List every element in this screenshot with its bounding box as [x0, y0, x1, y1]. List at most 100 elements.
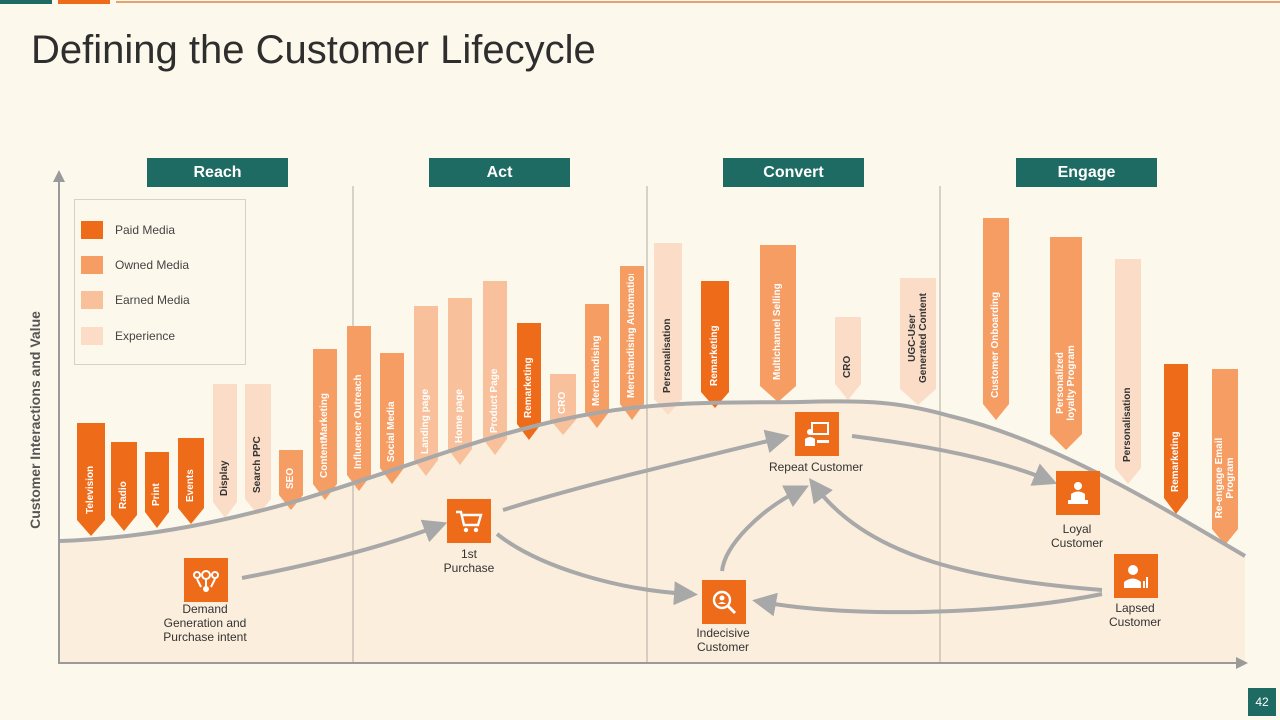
arrow-purchase-to-repeat — [502, 429, 790, 512]
tactic-label: Television — [85, 465, 96, 514]
tactic-bar — [654, 243, 682, 415]
tactic-label: Display — [219, 460, 230, 496]
tactic-label: Influencer Outreach — [353, 374, 364, 469]
reader-icon — [1056, 471, 1100, 515]
legend-swatch — [81, 291, 103, 309]
node-label-indecisive: Indecisive Customer — [696, 626, 750, 654]
search-person-icon — [702, 580, 746, 624]
tactic-bar — [900, 278, 936, 405]
x-axis-arrow — [1236, 657, 1248, 669]
tactic-label: Radio — [118, 481, 129, 509]
legend-item-earned: Earned Media — [81, 290, 190, 310]
legend-label: Experience — [115, 329, 176, 343]
tactic-label: Search PPC — [252, 436, 263, 493]
legend-swatch — [81, 221, 103, 239]
tactic-bar — [620, 266, 644, 420]
top-accent-line — [116, 1, 1280, 3]
tactic-bar — [483, 281, 507, 455]
arrow-demand-to-purchase — [241, 519, 448, 580]
tactic-label: Remarketing — [523, 357, 534, 418]
tactic-bar — [213, 384, 237, 518]
stage-header-convert: Convert — [723, 158, 864, 187]
tactic-label: Personalisation — [662, 318, 673, 393]
tactic-label: CRO — [557, 391, 568, 414]
value-curve — [59, 399, 1247, 558]
tactic-label: CRO — [842, 355, 853, 378]
tactic-bar — [380, 353, 404, 484]
tactic-bar — [111, 442, 137, 531]
legend: Paid Media Owned Media Earned Media Expe… — [74, 199, 246, 365]
legend-label: Owned Media — [115, 258, 190, 272]
tactic-label: Remarketing — [1170, 431, 1181, 492]
presenter-icon — [795, 412, 839, 456]
tactic-bar — [1050, 237, 1082, 450]
y-axis-arrow — [53, 170, 65, 182]
tactic-label: Personalized loyalty Program — [1055, 345, 1077, 421]
legend-label: Earned Media — [115, 293, 190, 307]
tactic-bar — [414, 306, 438, 476]
legend-item-experience: Experience — [81, 326, 175, 346]
tactic-bar — [1164, 364, 1188, 514]
tactic-bar — [313, 349, 337, 500]
legend-swatch — [81, 327, 103, 345]
tactic-label: Landing page — [420, 389, 431, 454]
tactic-label: Merchandising — [591, 335, 602, 406]
tactic-label: Merchandising Automation — [626, 274, 637, 398]
arrow-purchase-to-indecisive — [495, 532, 698, 606]
tactic-bar — [77, 423, 105, 536]
arrow-indecisive-to-repeat — [720, 485, 809, 572]
tactic-bars — [77, 218, 1238, 545]
tactic-bar — [448, 298, 472, 465]
tactic-label: Events — [185, 469, 196, 502]
tactic-bar — [701, 281, 729, 408]
tactic-bar — [585, 304, 609, 428]
tactic-bar — [760, 245, 796, 402]
arrow-lapsed-to-repeat — [809, 477, 1103, 592]
legend-item-paid: Paid Media — [81, 220, 175, 240]
tactic-label: Social Media — [386, 401, 397, 462]
tactic-label: Home page — [454, 389, 465, 443]
tactic-bar — [517, 323, 541, 440]
tactic-label: UGC-User Generated Content — [907, 293, 929, 383]
tactic-bar — [1212, 369, 1238, 545]
y-axis-label: Customer Interactions and Value — [27, 311, 43, 529]
tactic-label: Customer Onboarding — [990, 291, 1001, 398]
slide-title: Defining the Customer Lifecycle — [31, 28, 596, 72]
top-accent-orange — [58, 0, 110, 4]
node-label-repeat: Repeat Customer — [768, 460, 864, 474]
tactic-label: Print — [151, 483, 162, 506]
legend-label: Paid Media — [115, 223, 176, 237]
tactic-label: Re-engage Email Program — [1214, 437, 1236, 519]
stage-header-engage: Engage — [1016, 158, 1157, 187]
node-label-lapsed: Lapsed Customer — [1108, 601, 1161, 629]
tactic-label: Personalisation — [1122, 387, 1133, 462]
tactic-bar — [983, 218, 1009, 420]
tactic-label: Multichannel Selling — [772, 283, 783, 380]
cart-icon — [447, 499, 491, 543]
tactic-label: SEO — [285, 467, 296, 489]
top-accent-teal — [0, 0, 52, 4]
tactic-bar — [1115, 259, 1141, 484]
node-label-loyal: Loyal Customer — [1050, 522, 1103, 550]
tactic-bar — [245, 384, 271, 515]
tactic-label: Product Page — [489, 368, 500, 433]
tactic-bar — [178, 438, 204, 524]
tactic-bar — [347, 326, 371, 491]
node-label-demand: Demand Generation and Purchase intent — [163, 602, 247, 644]
stage-header-act: Act — [429, 158, 570, 187]
user-chart-icon — [1114, 554, 1158, 598]
legend-swatch — [81, 256, 103, 274]
value-curve-area — [60, 401, 1245, 662]
arrow-lapsed-to-indecisive — [752, 592, 1103, 617]
tactic-bar — [145, 452, 169, 528]
stage-header-reach: Reach — [147, 158, 288, 187]
tactic-label: ContentMarketing — [319, 393, 330, 478]
tactic-bar — [835, 317, 861, 400]
node-label-purchase: 1st Purchase — [443, 547, 495, 575]
legend-item-owned: Owned Media — [81, 255, 189, 275]
page-number: 42 — [1248, 688, 1276, 716]
tactic-label: Remarketing — [709, 325, 720, 386]
arrow-repeat-to-loyal — [851, 434, 1058, 486]
tactic-bar — [279, 450, 303, 510]
